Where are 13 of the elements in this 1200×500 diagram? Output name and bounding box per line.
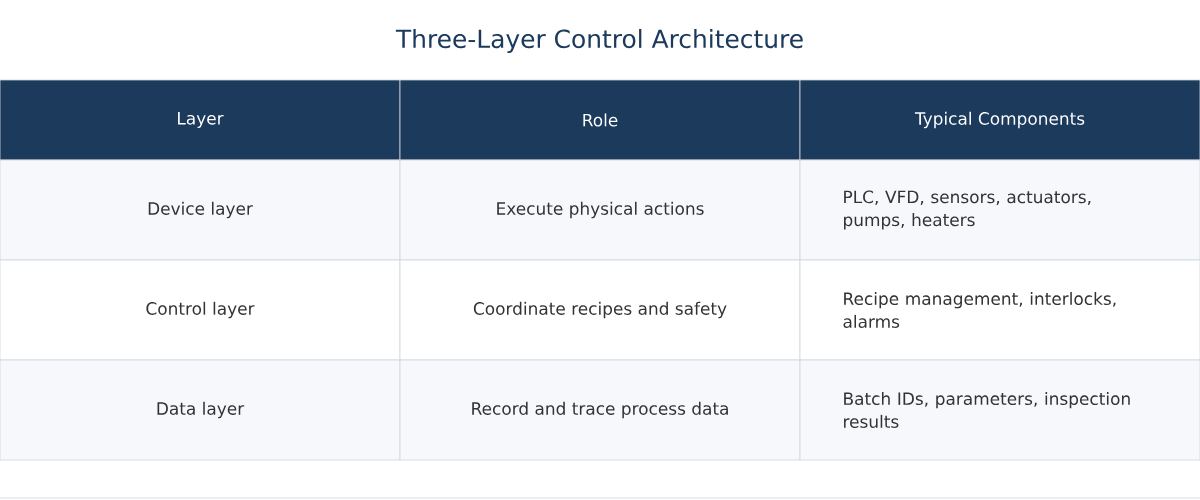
- table-cell: PLC, VFD, sensors, actuators, pumps, heaters: [799, 159, 1200, 261]
- table-cell: Data layer: [0, 359, 401, 461]
- title: Three-Layer Control Architecture: [395, 28, 803, 54]
- table-cell: Coordinate recipes and safety: [399, 259, 801, 361]
- header-cell: Layer: [0, 79, 401, 161]
- header-cell: Role: [399, 79, 801, 161]
- table-cell: Control layer: [0, 259, 401, 361]
- table-cell: Record and trace process data: [399, 359, 801, 461]
- table-cell: Batch IDs, parameters, inspection results: [799, 359, 1200, 461]
- table-cell: Execute physical actions: [399, 159, 801, 261]
- header-cell: Typical Components: [799, 79, 1200, 161]
- table-cell: Recipe management, interlocks, alarms: [799, 259, 1200, 361]
- table-cell: Device layer: [0, 159, 401, 261]
